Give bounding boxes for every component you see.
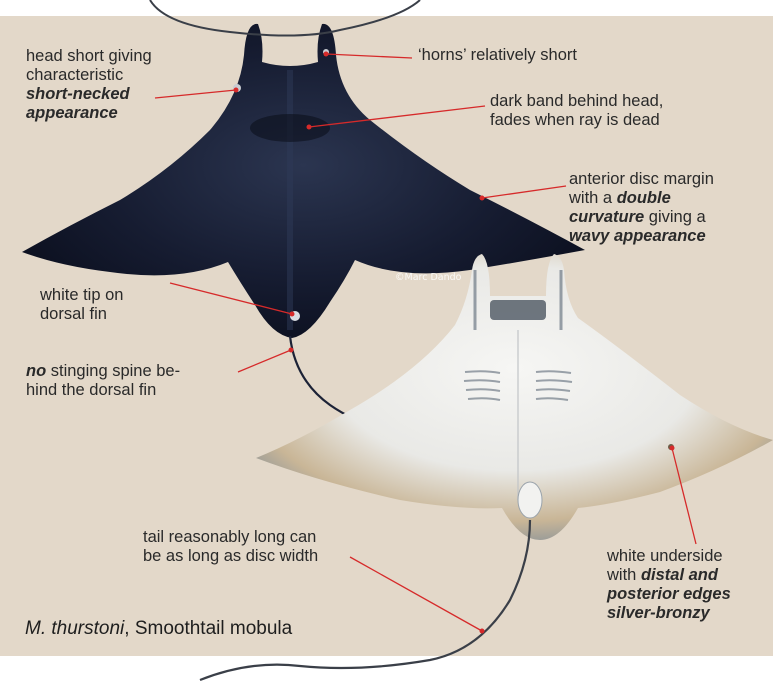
illustration-credit: ©Marc Dando (395, 272, 461, 283)
annotation-margin-line2b: double (617, 189, 671, 207)
annotation-spine: no stinging spine be- hind the dorsal fi… (26, 362, 180, 400)
annotation-dorsal-tip: white tip on dorsal fin (40, 286, 123, 324)
species-scientific-name: M. thurstoni (25, 618, 124, 639)
annotation-margin-line1: anterior disc margin (569, 170, 714, 189)
species-common-name: Smoothtail mobula (135, 618, 292, 639)
annotation-head-line4: appearance (26, 104, 152, 123)
annotation-underside: white underside with distal and posterio… (607, 547, 731, 623)
species-separator: , (124, 618, 135, 639)
annotation-band-line2: fades when ray is dead (490, 111, 663, 130)
annotation-margin-line4: wavy appearance (569, 227, 714, 246)
annotation-underside-line2a: with (607, 566, 641, 584)
annotation-band: dark band behind head, fades when ray is… (490, 92, 663, 130)
annotation-head: head short giving characteristic short-n… (26, 47, 152, 123)
annotation-margin-line3b: giving a (644, 208, 705, 226)
annotation-band-line1: dark band behind head, (490, 92, 663, 111)
annotation-dorsal-tip-line1: white tip on (40, 286, 123, 305)
annotation-underside-line4: silver-bronzy (607, 604, 731, 623)
annotation-underside-line1: white underside (607, 547, 731, 566)
annotation-tail-line1: tail reasonably long can (143, 528, 318, 547)
annotation-head-line2: characteristic (26, 66, 152, 85)
annotation-horns-text: ‘horns’ relatively short (418, 46, 577, 65)
annotation-spine-line1b: stinging spine be- (46, 362, 180, 380)
annotation-head-line3: short-necked (26, 85, 152, 104)
annotation-dorsal-tip-line2: dorsal fin (40, 305, 123, 324)
annotation-head-line1: head short giving (26, 47, 152, 66)
species-caption: M. thurstoni, Smoothtail mobula (25, 618, 292, 640)
annotation-margin-line3a: curvature (569, 208, 644, 226)
annotation-margin: anterior disc margin with a double curva… (569, 170, 714, 246)
annotation-tail-line2: be as long as disc width (143, 547, 318, 566)
annotation-underside-line3: posterior edges (607, 585, 731, 604)
annotation-margin-line2a: with a (569, 189, 617, 207)
annotation-tail: tail reasonably long can be as long as d… (143, 528, 318, 566)
annotation-underside-line2b: distal and (641, 566, 718, 584)
annotation-spine-line1a: no (26, 362, 46, 380)
annotation-spine-line2: hind the dorsal fin (26, 381, 180, 400)
annotation-horns: ‘horns’ relatively short (418, 46, 577, 65)
